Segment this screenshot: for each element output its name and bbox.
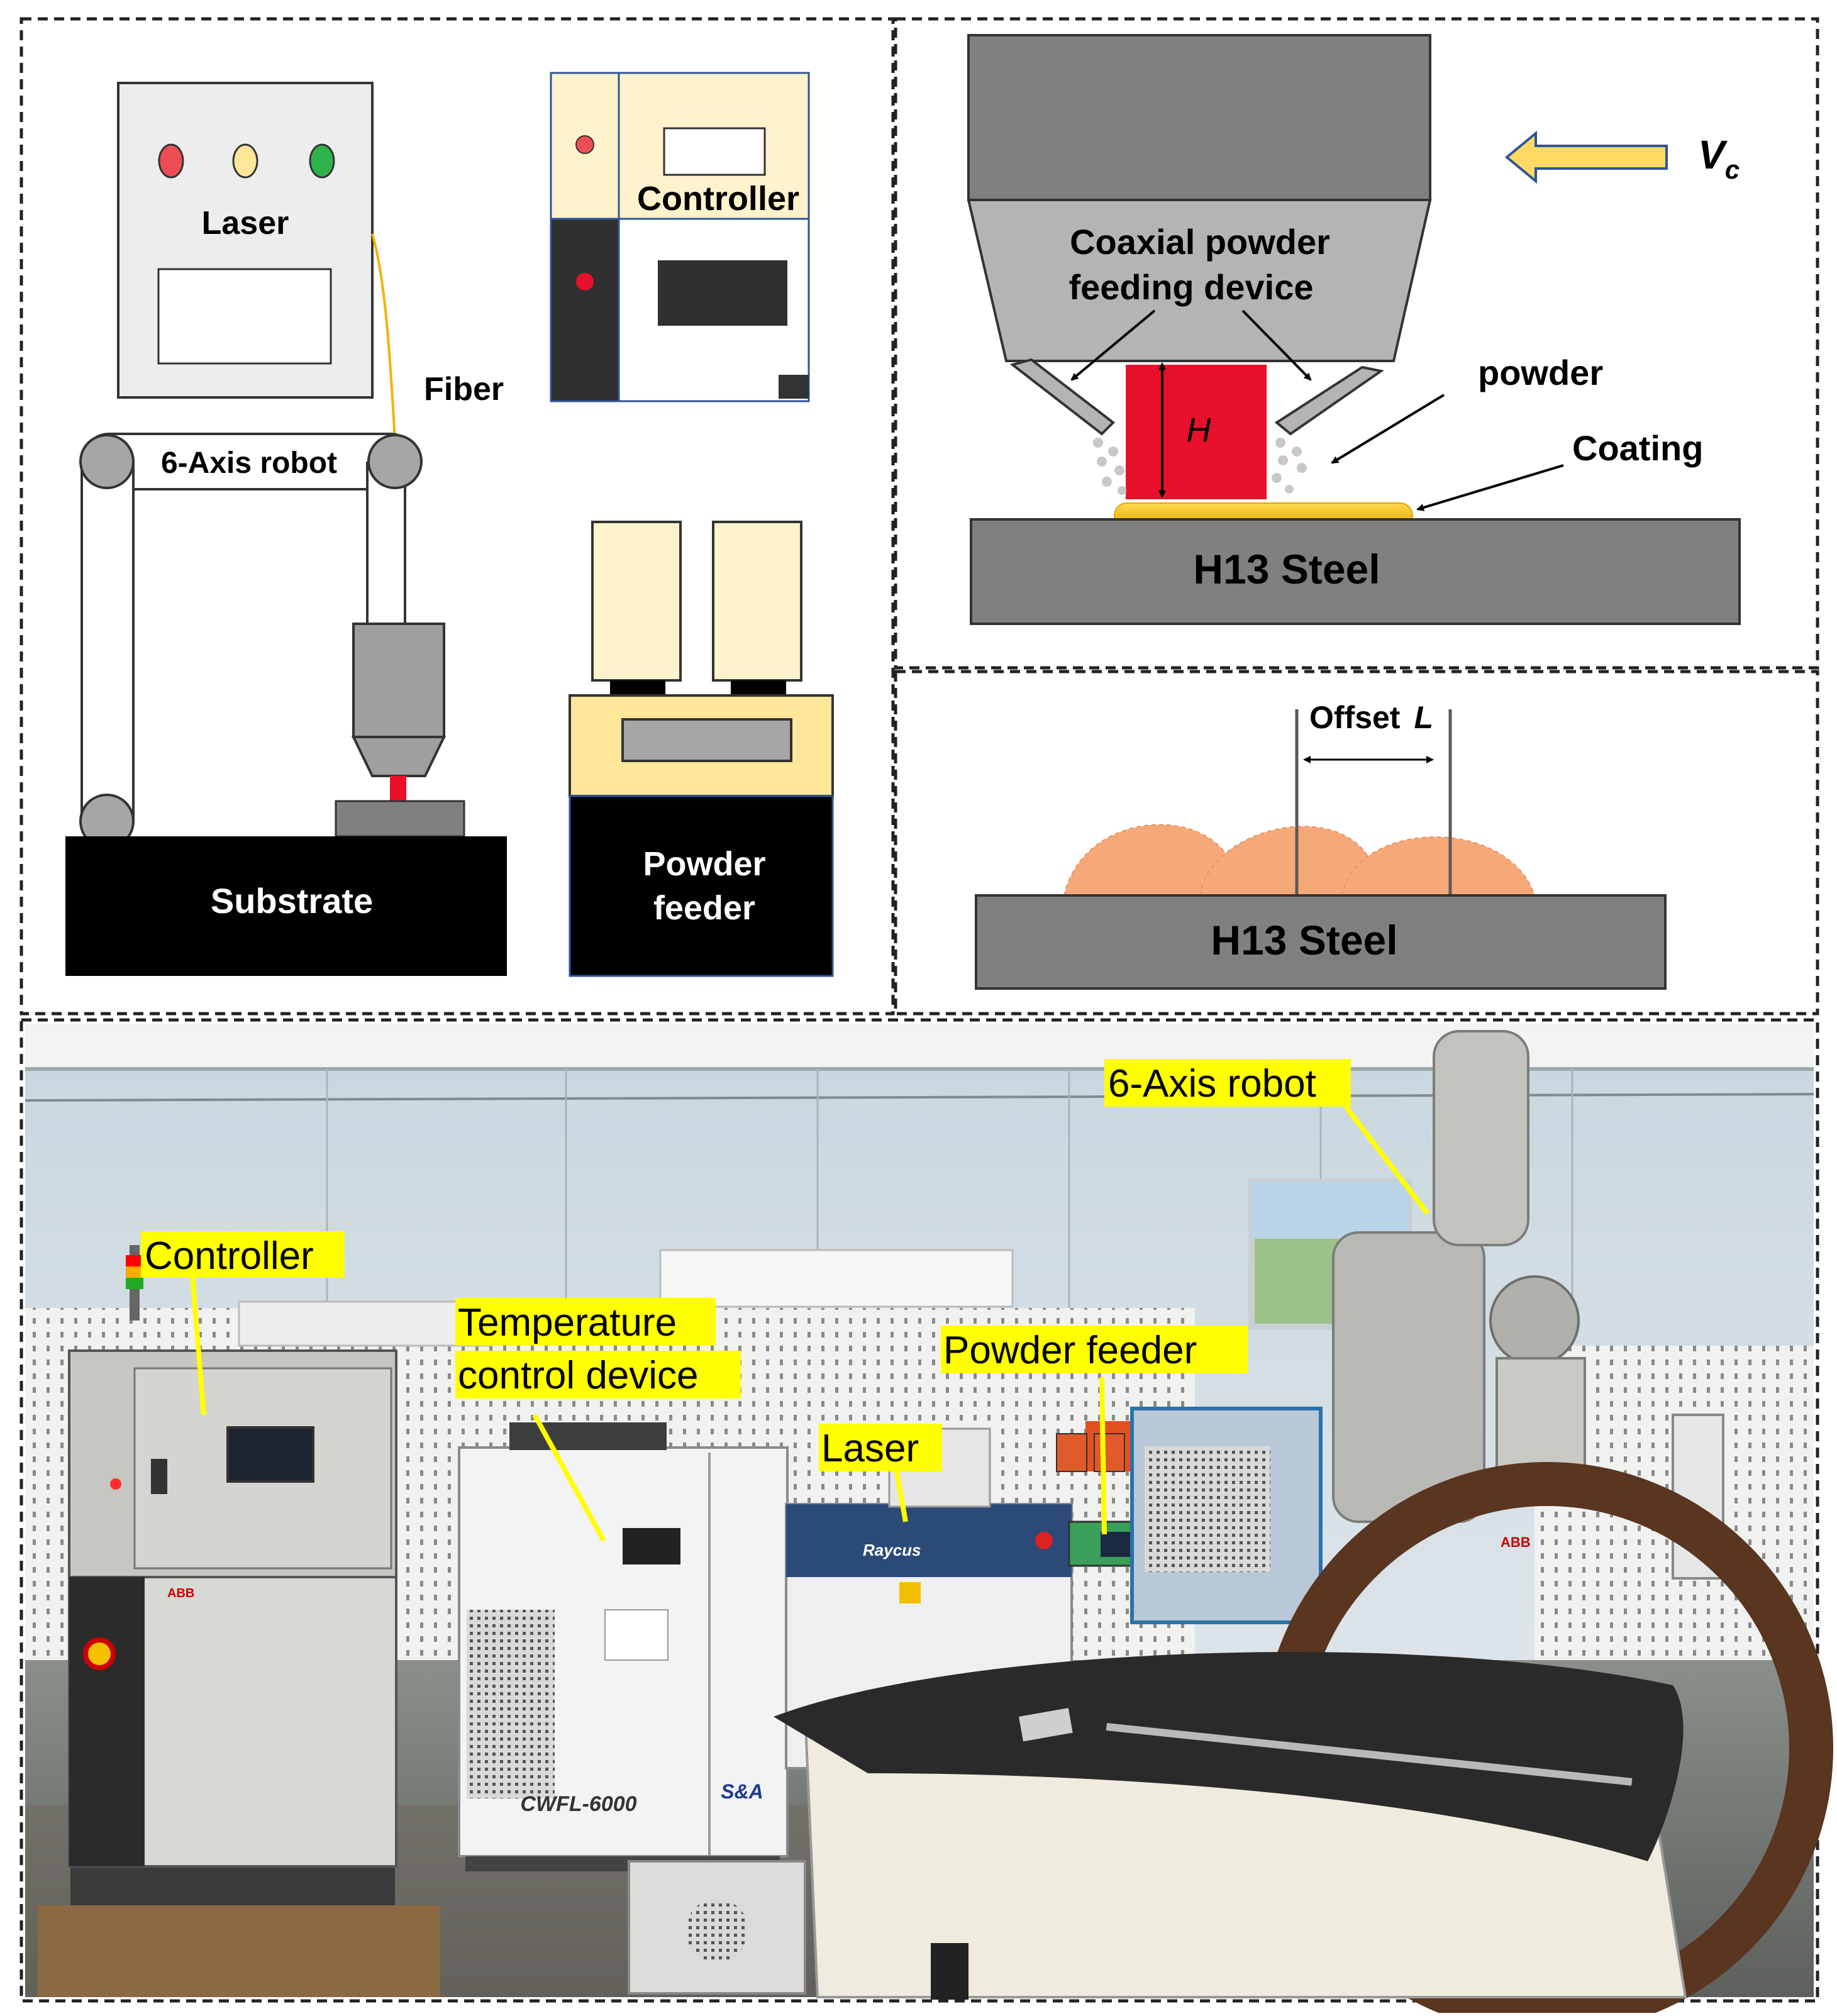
laser-brand: Raycus [863,1541,921,1559]
clad-bead-1 [1063,824,1233,896]
robot-label: 6-Axis robot [161,446,337,480]
workpiece-small [335,800,465,838]
photo-controller-text: Controller [145,1234,314,1278]
photo-temperature-text-2: control device [458,1354,699,1397]
photo-callout-lines [190,1105,1430,1542]
cabinet-brand: ABB [167,1587,194,1600]
controller-red-light-bottom [576,273,594,291]
coating-label: Coating [1572,428,1703,468]
coaxial-nozzle [967,199,1432,362]
laser-beam-small [390,776,406,801]
photo-controller-cabinet: ABB [38,1245,440,1997]
photo-laser-text: Laser [821,1427,919,1470]
robot-arm: 6-Axis robot [79,433,465,849]
substrate-label: Substrate [211,881,373,921]
bench-cover [774,1652,1684,1861]
powder-feeder-label-2: feeder [653,889,755,927]
indicator-light-red [158,143,184,179]
steel-label: H13 Steel [1193,546,1380,592]
photo-label-powder-feeder: Powder feeder [941,1326,1248,1373]
photo-temperature-text-1: Temperature [458,1301,677,1344]
robot-brand: ABB [1501,1534,1531,1550]
height-label: H [1187,411,1212,449]
laser-housing [967,34,1431,201]
laser-beam [1126,365,1267,499]
panel-overlap-border [894,670,1819,1016]
cabinet-display [226,1426,314,1483]
laser-display [157,268,332,365]
clad-bead-3 [1341,836,1536,896]
indicator-light-green [309,143,335,179]
powder-channel-right [1274,365,1385,436]
photo-workbench [628,1652,1687,2000]
indicator-light-yellow [232,143,258,179]
controller-label: Controller [637,180,799,218]
emergency-stop [83,1637,116,1670]
photo-label-temperature: Temperature control device [455,1298,741,1398]
controller-port [779,375,809,399]
photo-label-controller: Controller [141,1231,345,1278]
coating-callout [1416,464,1564,511]
powder-channel-left [1009,358,1116,436]
fiber-label: Fiber [424,371,504,407]
laser-head [352,623,445,738]
controller-window [663,127,766,176]
controller-red-light-top [575,135,594,154]
steel-substrate [970,518,1741,625]
coaxial-device-label-2: feeding device [1068,267,1313,307]
chiller-model: CWFL-6000 [520,1792,636,1816]
velocity-arrow [1504,130,1668,184]
photo-robot-text: 6-Axis robot [1108,1062,1316,1105]
panel-nozzle-border [894,17,1819,670]
pallet [38,1905,440,1997]
controller-screen [658,260,787,326]
nozzle-detail-panel: Coaxial powder feeding device H H13 Stee… [967,34,1741,625]
powder-particles [1093,438,1307,495]
laser-cabinet: Laser [117,82,374,399]
chiller-display [623,1528,680,1565]
powder-feeder-label-1: Powder [643,845,765,883]
chiller-brand: S&A [721,1780,763,1803]
photo-powder-feeder-text: Powder feeder [943,1329,1197,1372]
schematic-panel: Laser Controller Fiber 6-Axis [65,72,834,977]
nozzle-callout-left [1070,309,1156,381]
photo-label-robot: 6-Axis robot [1104,1059,1351,1107]
photo-powder-feeder [1056,1407,1323,1624]
lab-photo: ABB CWFL-6000 S&A Raycus [25,1024,1833,2016]
substrate-block [65,836,507,976]
photo-label-laser: Laser [819,1424,942,1471]
photo-chiller: CWFL-6000 S&A [458,1422,789,1871]
laser-label: Laser [202,205,289,241]
powder-label: powder [1478,353,1603,392]
powder-feeder-schematic: Powder feeder [569,521,834,977]
nozzle-callout-right [1241,309,1312,381]
overlap-steel-label: H13 Steel [1211,917,1397,963]
overlap-steel-substrate [975,894,1667,990]
chiller-grille [467,1610,555,1798]
laser-nozzle [351,736,447,777]
controller-unit: Controller [550,72,810,402]
powder-callout [1331,394,1445,464]
velocity-label: Vc [1698,132,1740,184]
coaxial-device-label-1: Coaxial powder [1070,222,1330,262]
